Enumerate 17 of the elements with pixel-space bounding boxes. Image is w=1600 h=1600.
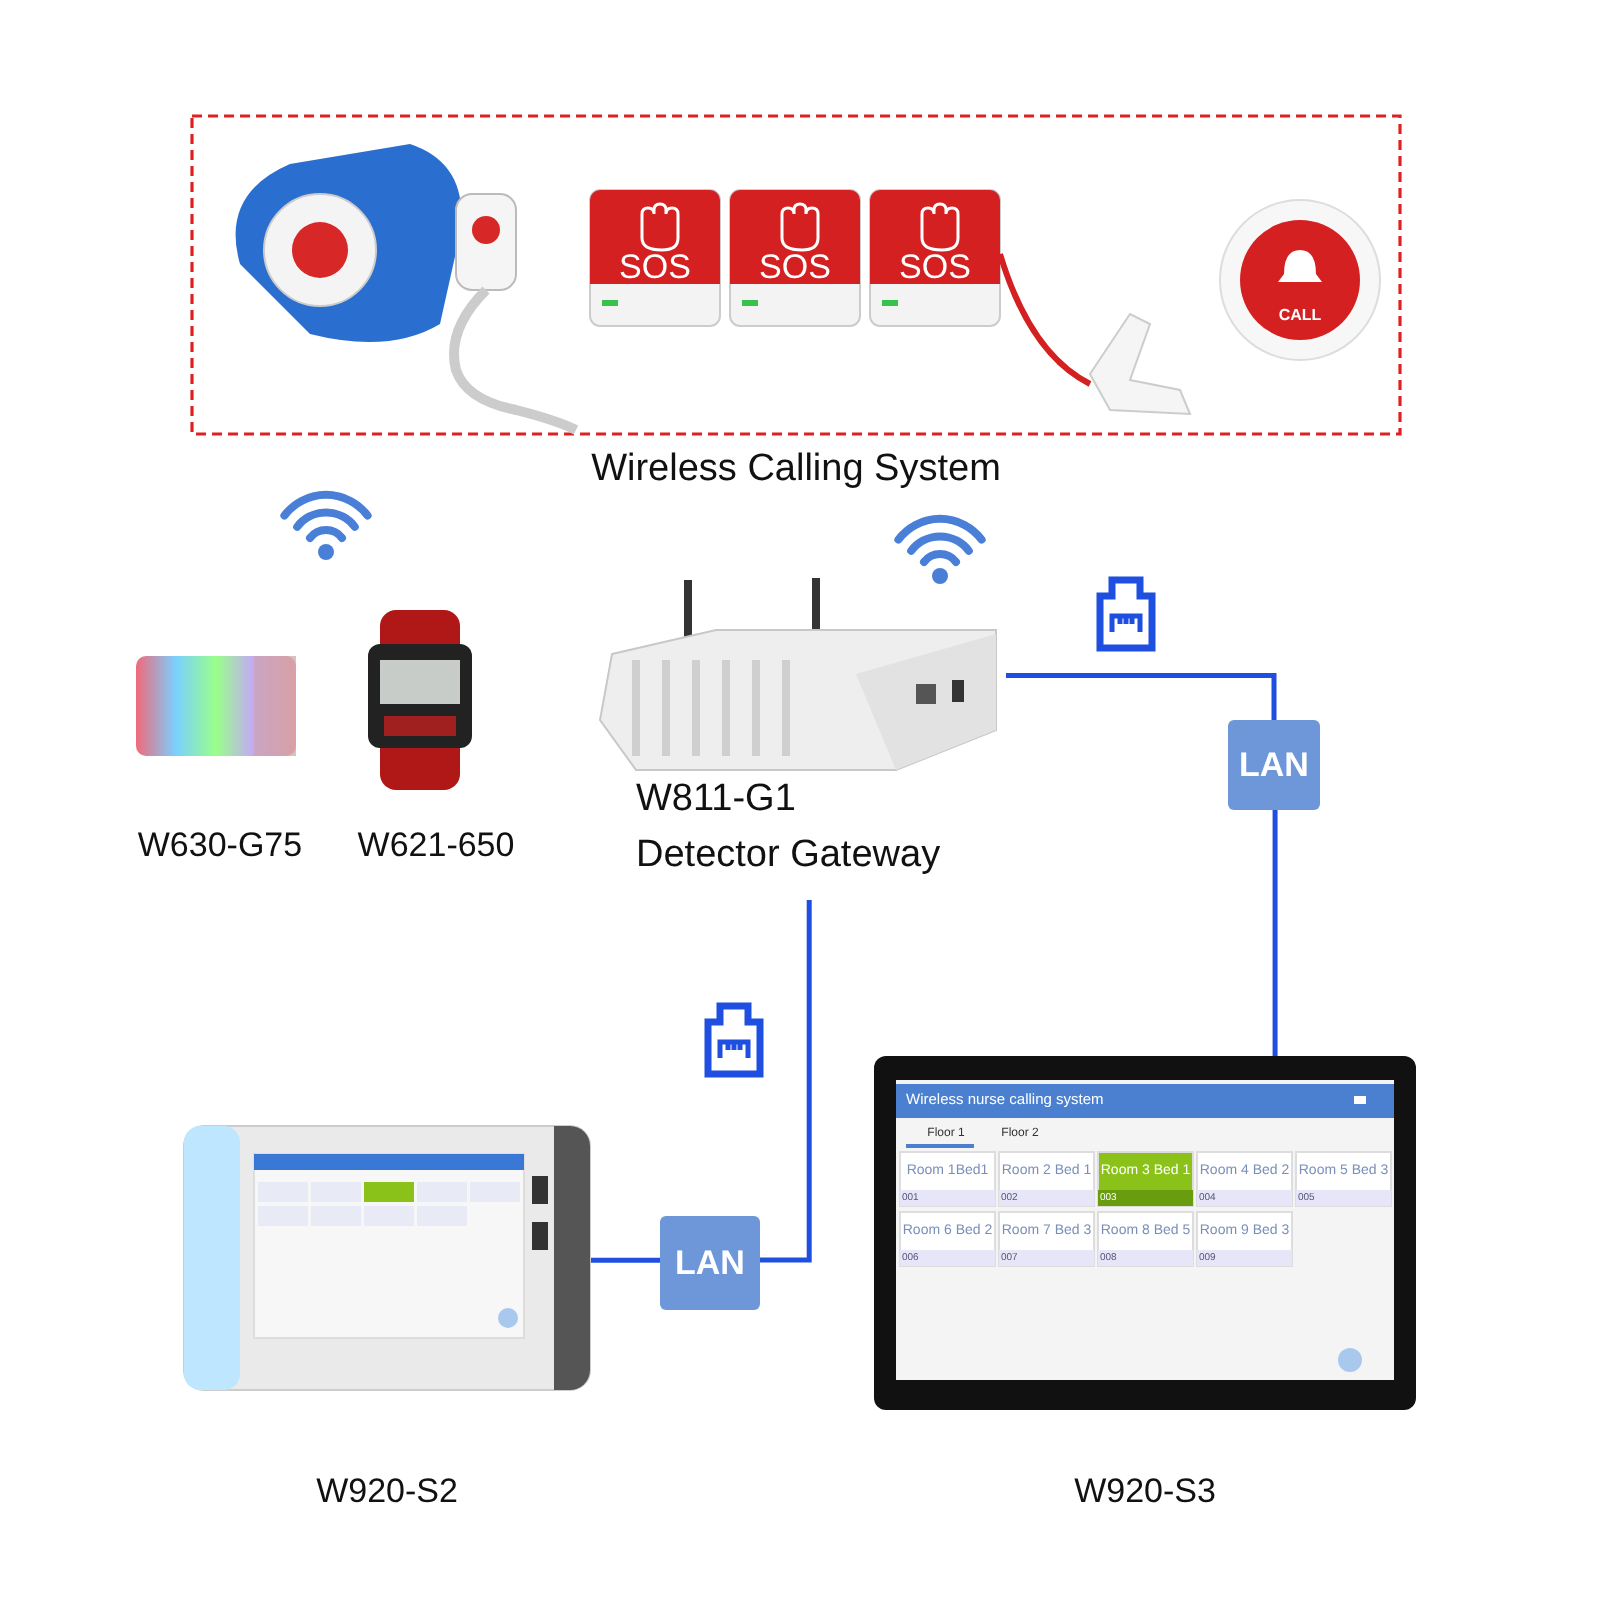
button-text: SOS	[757, 248, 833, 286]
device-name: W920-S3	[1072, 1470, 1218, 1512]
network-cable	[1271, 807, 1278, 1056]
device-name: W630-G75	[135, 824, 305, 866]
device-name: W811-G1	[636, 776, 798, 822]
button-text: SOS	[617, 248, 693, 286]
button-text: CALL	[1276, 306, 1324, 326]
network-label: LAN	[1237, 745, 1311, 785]
device-description: Detector Gateway	[636, 832, 943, 878]
network-label: LAN	[673, 1243, 747, 1283]
device-name: W621-650	[355, 824, 517, 866]
device-name: W920-S2	[314, 1470, 460, 1512]
system-title: Wireless Calling System	[589, 446, 1003, 492]
network-cable	[757, 900, 812, 1263]
network-cable	[587, 1257, 660, 1263]
network-cable	[1006, 673, 1277, 720]
button-text: SOS	[897, 248, 973, 286]
